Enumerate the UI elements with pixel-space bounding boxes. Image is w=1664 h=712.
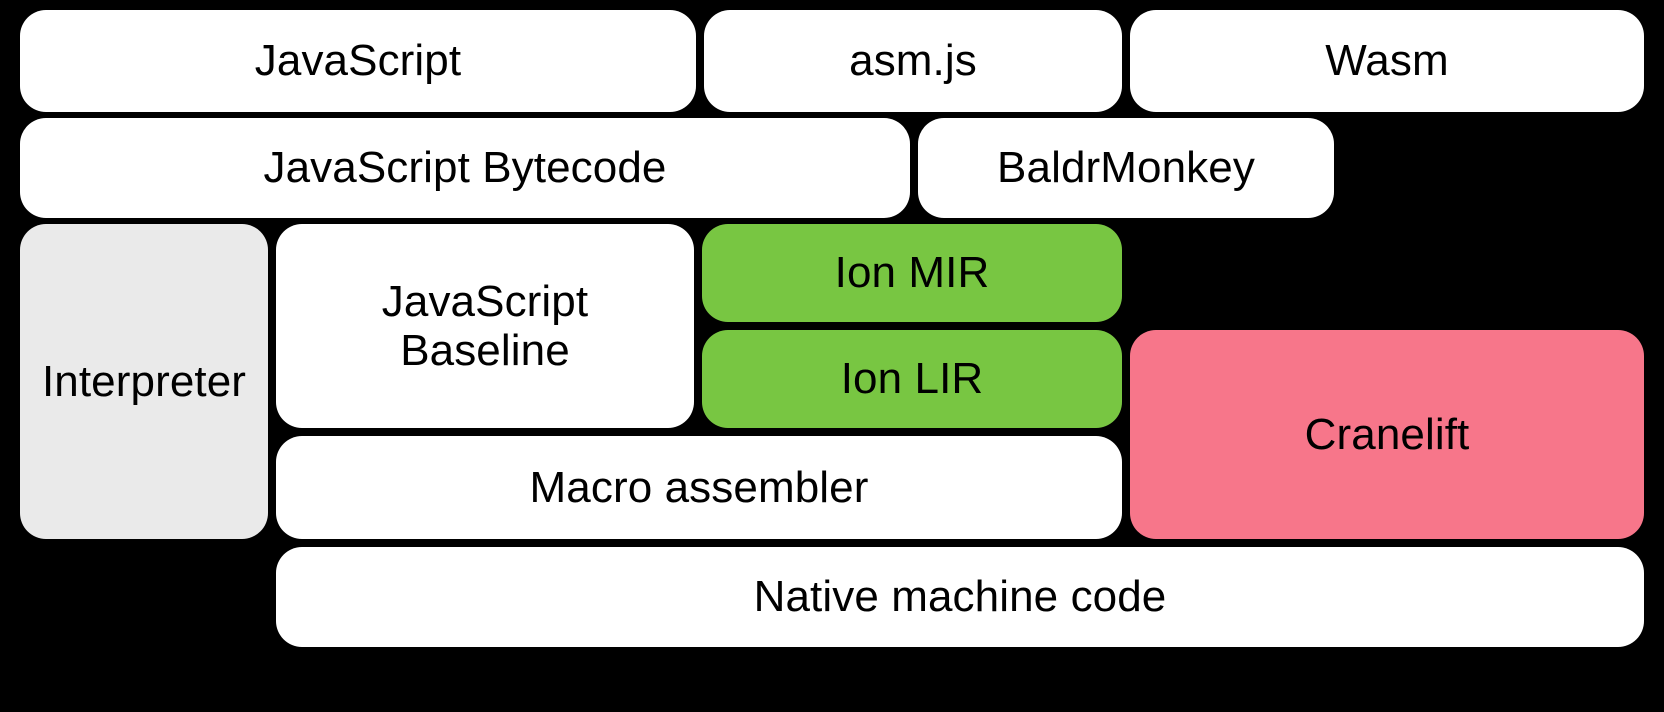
node-asm-js[interactable]: asm.js <box>704 10 1122 112</box>
node-javascript-bytecode[interactable]: JavaScript Bytecode <box>20 118 910 218</box>
node-macro-assembler[interactable]: Macro assembler <box>276 436 1122 539</box>
node-ion-mir[interactable]: Ion MIR <box>702 224 1122 322</box>
node-ion-lir[interactable]: Ion LIR <box>702 330 1122 428</box>
node-javascript[interactable]: JavaScript <box>20 10 696 112</box>
node-baldrmonkey[interactable]: BaldrMonkey <box>918 118 1334 218</box>
node-interpreter[interactable]: Interpreter <box>20 224 268 539</box>
node-javascript-baseline[interactable]: JavaScript Baseline <box>276 224 694 428</box>
node-wasm[interactable]: Wasm <box>1130 10 1644 112</box>
node-cranelift[interactable]: Cranelift <box>1130 330 1644 539</box>
node-native-machine-code[interactable]: Native machine code <box>276 547 1644 647</box>
